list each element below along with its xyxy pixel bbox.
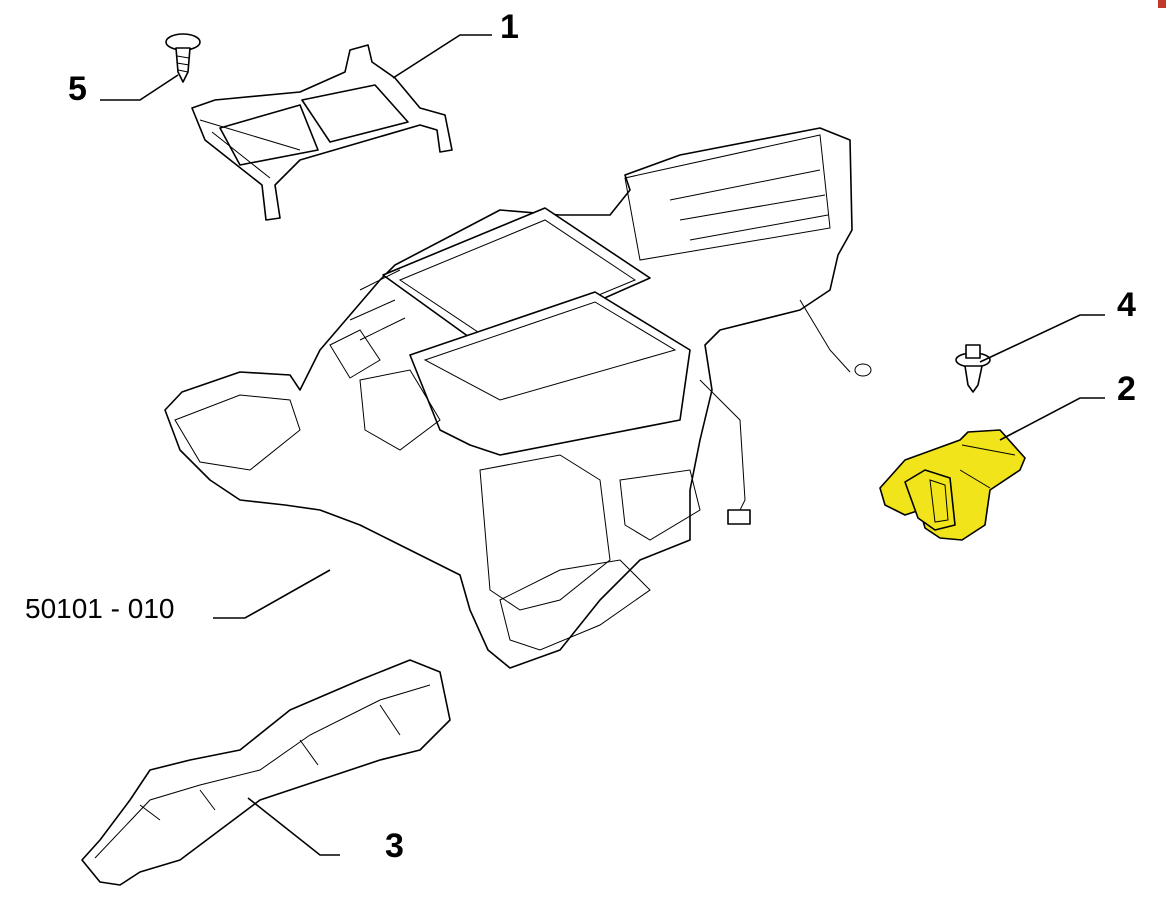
- part-1-filter-cover[interactable]: [191, 44, 453, 221]
- part-2-duct-highlighted[interactable]: [879, 429, 1026, 541]
- leader-1: [392, 34, 492, 79]
- hvac-unit-assembly[interactable]: [164, 127, 872, 669]
- callout-4: 4: [1117, 286, 1136, 324]
- leader-3: [247, 797, 340, 856]
- callout-3: 3: [385, 827, 404, 865]
- leader-4: [979, 314, 1105, 363]
- callout-5: 5: [68, 70, 87, 108]
- corner-mark: [1158, 0, 1166, 8]
- callout-2: 2: [1117, 370, 1136, 408]
- callout-1: 1: [500, 8, 519, 46]
- leader-ref: [213, 569, 331, 619]
- leader-lines: [100, 34, 1105, 856]
- part-5-screw[interactable]: [165, 33, 201, 83]
- leader-5: [100, 74, 179, 101]
- part-3-floor-duct[interactable]: [81, 659, 451, 886]
- leader-2: [999, 397, 1105, 441]
- assembly-reference: 50101 - 010: [25, 593, 174, 624]
- part-4-clip[interactable]: [955, 344, 991, 393]
